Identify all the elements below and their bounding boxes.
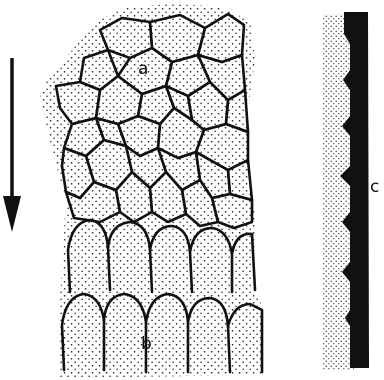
- label-a: a: [138, 59, 148, 79]
- tissue-sheet: a b: [40, 4, 262, 378]
- label-b: b: [141, 334, 152, 354]
- direction-arrow: [3, 58, 21, 232]
- arrow-head: [3, 196, 21, 232]
- label-c: c: [370, 177, 379, 197]
- cross-section: c: [322, 12, 379, 370]
